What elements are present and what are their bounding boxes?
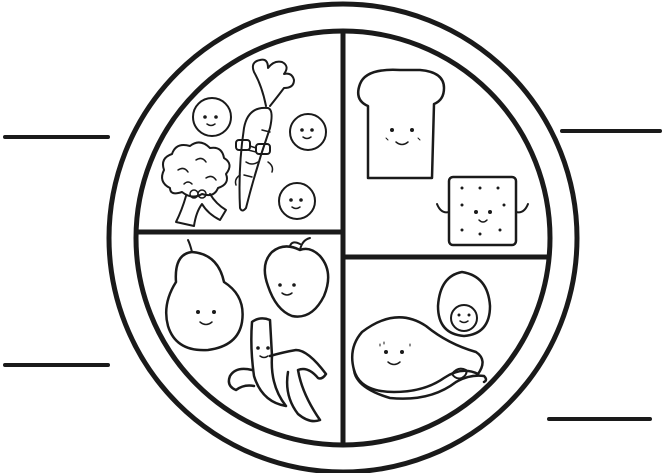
egg-icon bbox=[438, 272, 490, 336]
bread-slice-icon bbox=[358, 70, 444, 178]
section-grains bbox=[358, 70, 528, 245]
section-fruits bbox=[166, 238, 328, 421]
pea-icon bbox=[290, 114, 326, 150]
pear-icon bbox=[166, 240, 242, 350]
pea-icon bbox=[279, 183, 315, 219]
section-vegetables bbox=[162, 60, 326, 226]
plate bbox=[109, 4, 577, 472]
broccoli-icon bbox=[162, 142, 230, 226]
pea-icon bbox=[193, 98, 231, 136]
apple-icon bbox=[265, 238, 328, 317]
banana-icon bbox=[229, 318, 326, 421]
steak-icon bbox=[352, 317, 486, 398]
cracker-icon bbox=[437, 177, 528, 245]
section-protein bbox=[352, 272, 490, 399]
